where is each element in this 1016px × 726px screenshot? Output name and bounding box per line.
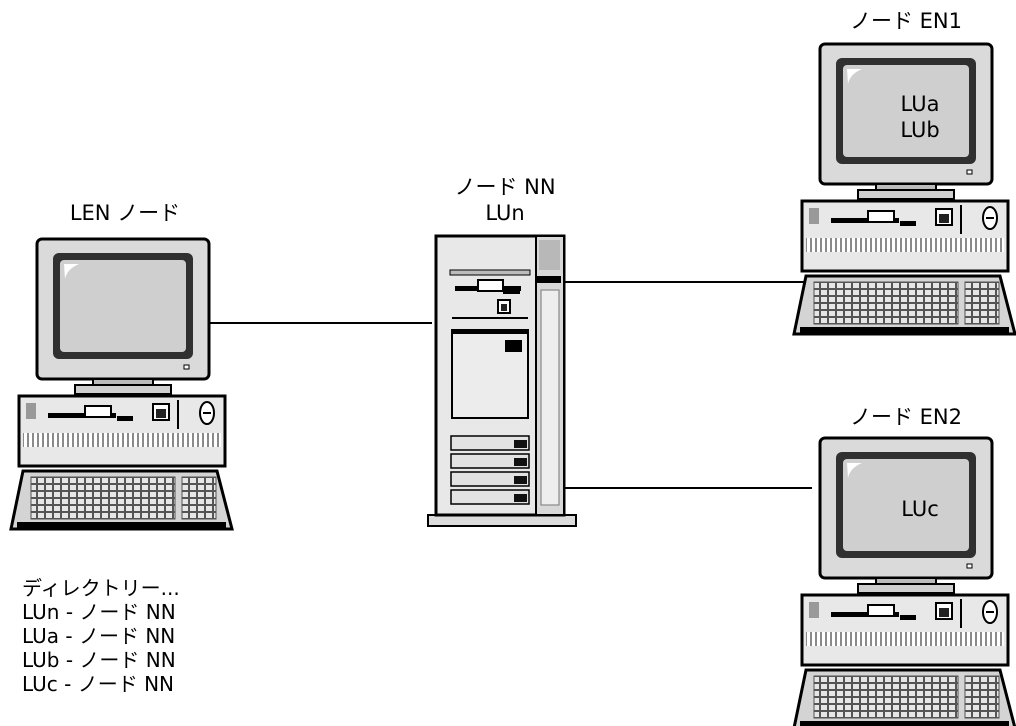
nn-lu-label: LUn <box>485 201 525 225</box>
en1-node-label: ノード EN1 <box>849 9 962 33</box>
len-node-label: LEN ノード <box>69 201 181 225</box>
nn-server-tower <box>427 234 577 527</box>
en1-screen-lu-b: LUb <box>900 118 940 142</box>
directory-entry: LUa - ノード NN <box>22 624 176 648</box>
en2-node-label: ノード EN2 <box>849 405 962 429</box>
directory-entry: LUc - ノード NN <box>22 672 174 696</box>
len-node-computer <box>11 239 232 529</box>
directory-entry: LUn - ノード NN <box>22 600 176 624</box>
en2-node-computer <box>794 438 1015 726</box>
nn-node-label: ノード NN <box>454 175 556 199</box>
en1-node-computer <box>794 44 1015 334</box>
directory-entry: LUb - ノード NN <box>22 648 176 672</box>
directory-list: ディレクトリー... LUn - ノード NN LUa - ノード NN LUb… <box>22 576 180 696</box>
en1-screen-lu-a: LUa <box>900 92 940 116</box>
directory-title: ディレクトリー... <box>22 576 180 600</box>
en2-screen-lu-c: LUc <box>901 497 939 521</box>
